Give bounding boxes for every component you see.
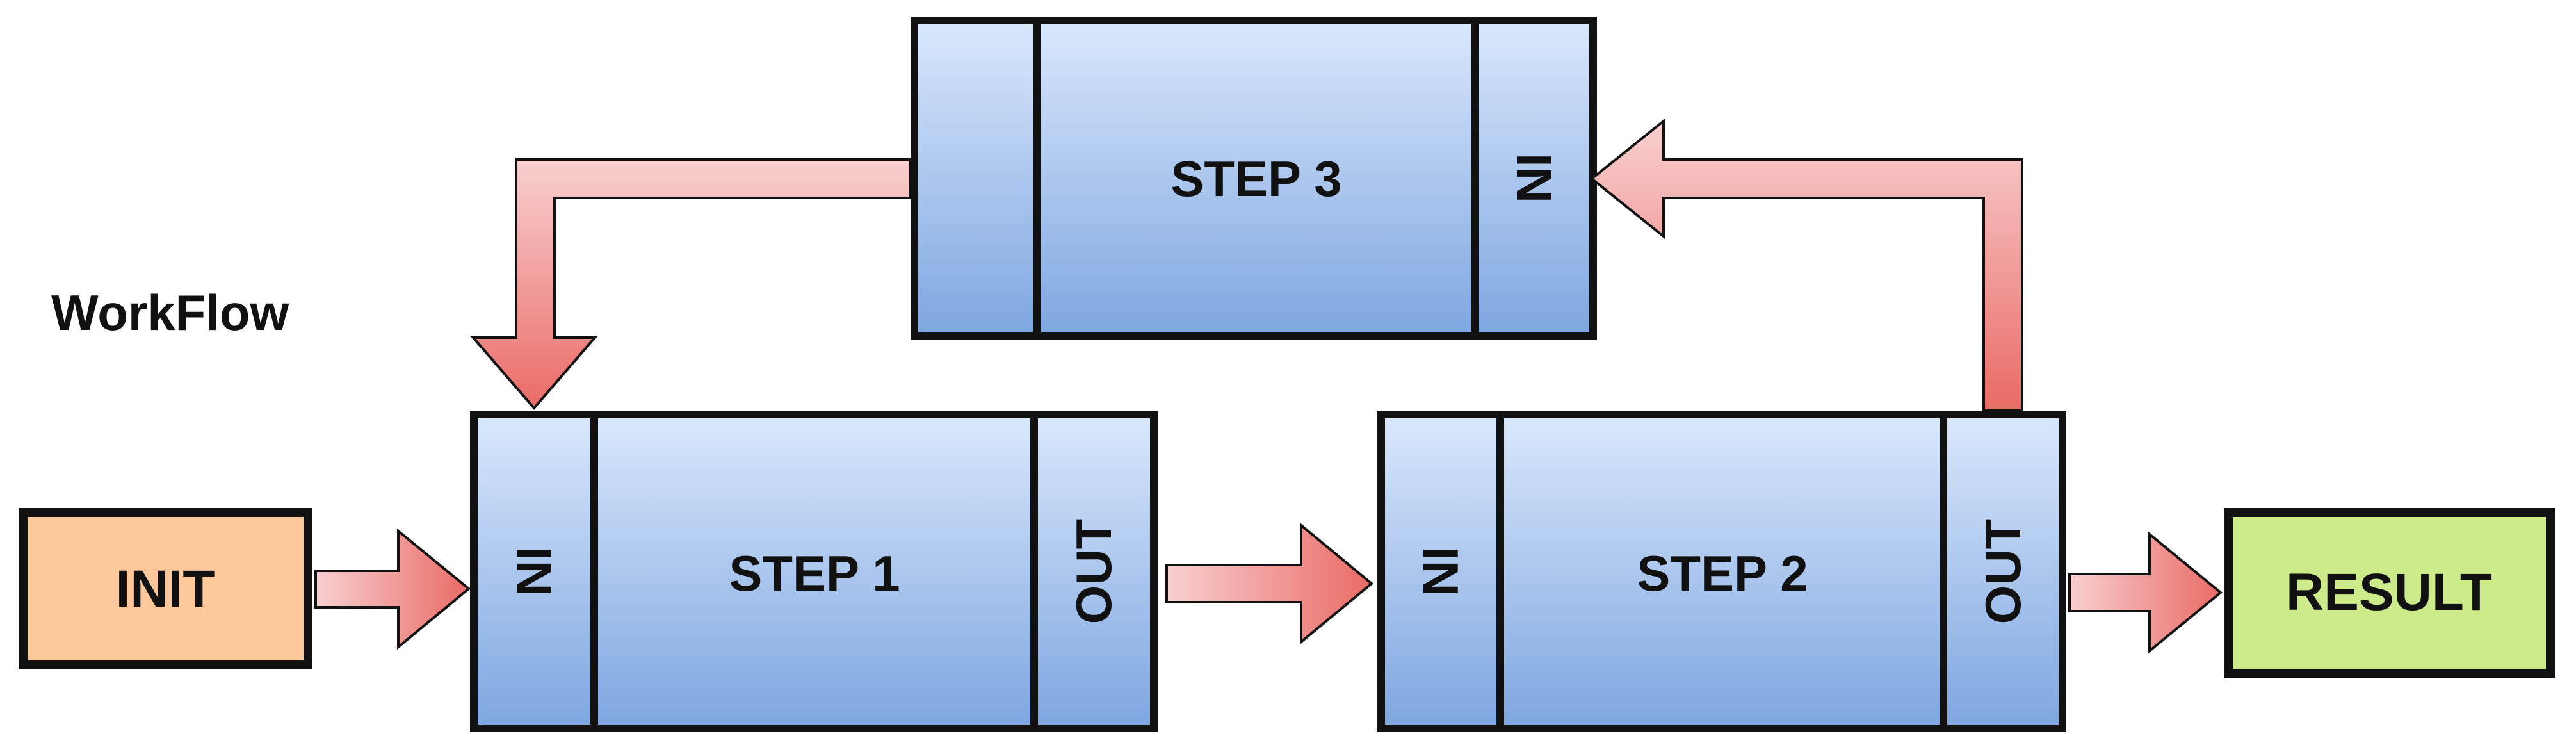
step-2-out-label: OUT	[1975, 519, 2031, 625]
init-label: INIT	[116, 560, 215, 618]
step-1-node: STEP 1 IN OUT	[470, 411, 1158, 732]
init-node: INIT	[19, 508, 312, 669]
step-1-label: STEP 1	[729, 545, 900, 602]
arrow-step2-to-result	[2068, 531, 2223, 654]
step-2-in-label: IN	[1413, 546, 1469, 596]
arrow-init-to-step1	[314, 528, 471, 650]
step-3-in-label: IN	[1506, 153, 1562, 203]
step-2-label: STEP 2	[1637, 545, 1808, 602]
diagram-title: WorkFlow	[51, 284, 289, 341]
arrow-step1-to-step2	[1165, 522, 1374, 645]
step-2-node: STEP 2 IN OUT	[1377, 411, 2066, 732]
arrow-step3-to-step1	[470, 158, 912, 411]
step-3-node: STEP 3 IN	[911, 17, 1597, 340]
result-label: RESULT	[2286, 563, 2492, 621]
step-1-in-label: IN	[506, 546, 562, 596]
step-1-out-label: OUT	[1065, 519, 1122, 625]
result-node: RESULT	[2224, 508, 2555, 678]
arrow-step2-to-step3	[1589, 118, 2023, 412]
step-3-label: STEP 3	[1171, 151, 1341, 207]
